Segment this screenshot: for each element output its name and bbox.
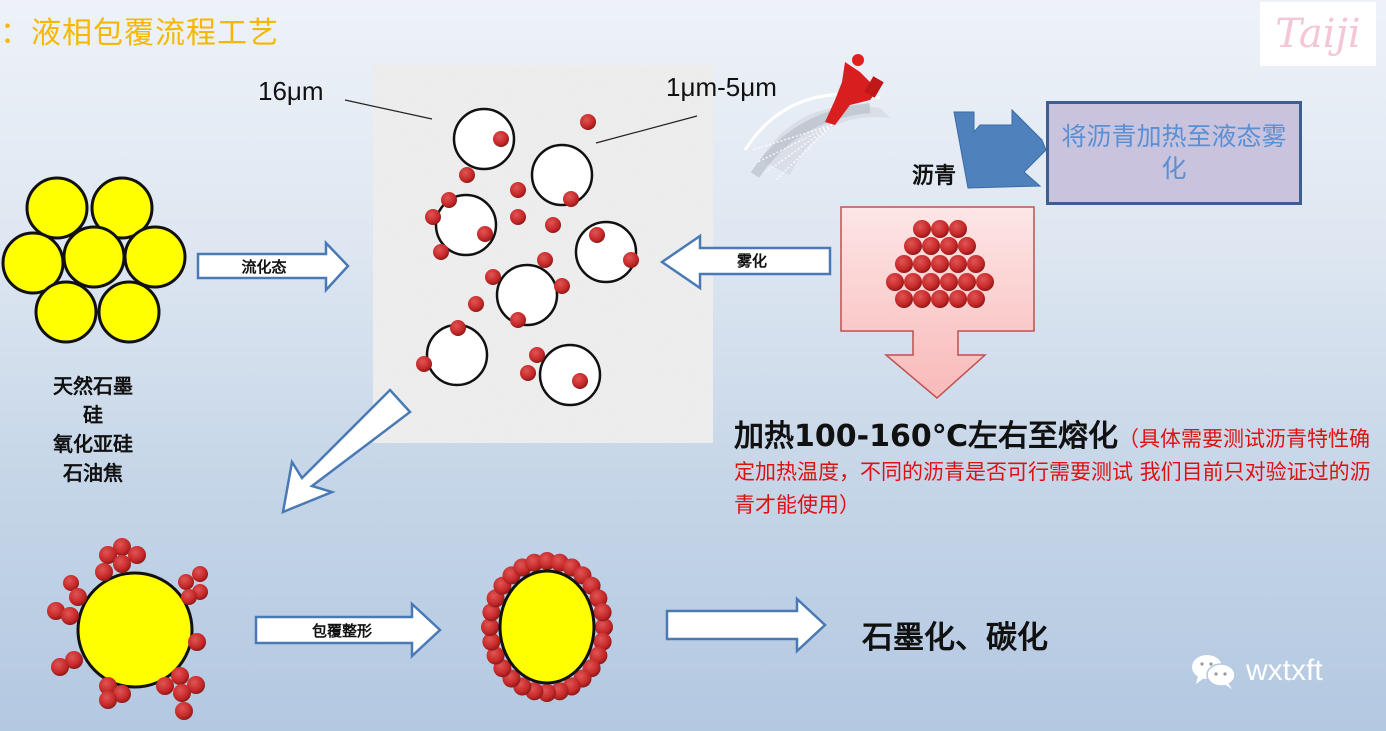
partially-coated-particle — [47, 538, 208, 720]
graphite-particle — [97, 280, 161, 344]
taiji-logo: Taiji — [1260, 2, 1376, 66]
fully-coated-particle — [481, 552, 613, 702]
coating-droplet — [593, 603, 612, 622]
atomize-arrow — [659, 233, 832, 291]
pitch-droplet — [416, 356, 432, 372]
size-leader-line — [595, 115, 698, 144]
graphite-particle — [25, 176, 89, 240]
heat-to-pitch-arrow — [953, 108, 1047, 189]
coating-droplet — [589, 589, 608, 608]
graphite-particle — [1, 231, 65, 295]
large-particle — [574, 220, 638, 284]
watermark-text: wxtxft — [1246, 654, 1323, 687]
pitch-droplet — [554, 278, 570, 294]
pitch-droplet — [623, 252, 639, 268]
pitch-droplet — [589, 227, 605, 243]
pitch-droplet — [468, 296, 484, 312]
pitch-droplet — [510, 182, 526, 198]
final-step-label: 石墨化、碳化 — [862, 620, 1048, 656]
pitch-droplet — [425, 209, 441, 225]
coating-droplet — [595, 618, 613, 636]
page-title: ：液相包覆流程工艺 — [0, 16, 279, 51]
coating-droplet — [482, 603, 501, 622]
coating-droplet — [486, 646, 505, 665]
large-particle-size-label: 16μm — [258, 76, 324, 106]
coating-droplet — [481, 618, 499, 636]
pitch-droplet — [441, 192, 457, 208]
pitch-droplet — [529, 347, 545, 363]
watermark: wxtxft — [1190, 652, 1323, 690]
pitch-droplet — [450, 320, 466, 336]
pitch-droplet — [520, 365, 536, 381]
graphite-particle — [90, 176, 154, 240]
heating-note-text: （具体需要测试沥青特性确定加热温度，不同的沥青是否可行需要测试 我们目前只对验证… — [734, 427, 1371, 517]
heat-pitch-box: 将沥青加热至液态雾化 — [1046, 101, 1302, 205]
graphite-particle — [34, 280, 98, 344]
pitch-melt-box — [840, 206, 1035, 399]
graphite-particle — [123, 225, 187, 289]
pitch-droplet — [477, 226, 493, 242]
coat-shape-arrow — [254, 601, 442, 659]
coating-droplet — [482, 632, 501, 651]
pitch-droplet — [563, 191, 579, 207]
heat-pitch-text: 将沥青加热至液态雾化 — [1061, 122, 1287, 183]
large-particle — [495, 263, 559, 327]
material-natural-graphite: 天然石墨 — [53, 374, 133, 398]
fluidize-arrow — [196, 239, 350, 294]
fluidize-label: 流化态 — [241, 258, 286, 276]
heating-main-text: 加热100-160℃左右至熔化 — [734, 419, 1119, 454]
pitch-droplet — [485, 269, 501, 285]
raw-particle-cluster — [1, 176, 187, 344]
pitch-droplet — [537, 252, 553, 268]
large-particle — [538, 343, 602, 407]
coating-droplet — [593, 632, 612, 651]
wechat-icon — [1192, 655, 1236, 689]
final-step-arrow — [665, 596, 827, 654]
pitch-droplet — [545, 217, 561, 233]
droplet-size-label: 1μm-5μm — [666, 72, 777, 102]
pitch-droplet — [493, 131, 509, 147]
large-particle — [452, 107, 516, 171]
pitch-droplet — [510, 312, 526, 328]
pitch-label: 沥青 — [912, 164, 957, 189]
pitch-droplet — [459, 167, 475, 183]
raw-material-labels: 天然石墨 硅 氧化亚硅 石油焦 — [0, 372, 186, 488]
mixing-chamber — [344, 65, 713, 443]
pitch-droplet — [572, 373, 588, 389]
material-petroleum-coke: 石油焦 — [63, 461, 123, 485]
spray-nozzle-illustration — [743, 54, 890, 181]
mixing-to-coated-arrow — [281, 388, 412, 515]
heating-description: 加热100-160℃左右至熔化（具体需要测试沥青特性确定加热温度，不同的沥青是否… — [734, 420, 1384, 522]
pitch-droplet — [433, 244, 449, 260]
atomize-label: 雾化 — [736, 252, 767, 270]
pitch-droplet — [510, 209, 526, 225]
pitch-droplet — [580, 114, 596, 130]
material-silicon-monoxide: 氧化亚硅 — [53, 432, 133, 456]
material-silicon: 硅 — [83, 403, 103, 427]
coat-shape-label: 包覆整形 — [312, 622, 372, 640]
large-particle — [530, 143, 594, 207]
graphite-particle — [62, 225, 126, 289]
size-leader-line — [344, 99, 433, 120]
